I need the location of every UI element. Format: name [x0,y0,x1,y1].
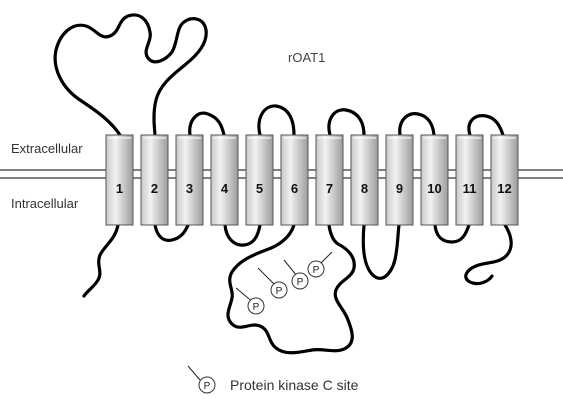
helix-body [175,134,204,226]
legend-pkc-marker [198,376,216,394]
helix-number: 9 [396,181,403,196]
pkc-site-marker [270,281,288,299]
intracellular-loop-2-3 [153,223,190,242]
c-terminal-tail [464,223,513,286]
helix-body [490,134,519,226]
pkc-site-symbol: P [297,277,304,288]
transmembrane-helix-1: 1 [105,134,134,226]
helix-body [315,134,344,226]
helix-number: 7 [326,181,333,196]
transmembrane-helix-2: 2 [140,134,169,226]
pkc-sites: P P P P [235,251,333,315]
extracellular-loop-5-6 [257,104,296,137]
extracellular-loop-1 [53,13,208,137]
pkc-site-marker [247,297,265,315]
extracellular-label: Extracellular [11,141,83,156]
helix-body [105,134,134,226]
intracellular-loop-10-11 [433,223,471,244]
transmembrane-helix-3: 3 [175,134,204,226]
intracellular-loop-4-5 [223,223,262,247]
helix-number: 2 [151,181,158,196]
transmembrane-helix-7: 7 [315,134,344,226]
transmembrane-helix-5: 5 [245,134,274,226]
intracellular-loop-6-7 [226,223,356,355]
helix-body [350,134,379,226]
helix-number: 11 [463,181,477,196]
pkc-stalk [257,267,277,287]
intracellular-label: Intracellular [11,196,79,211]
extracellular-loop-9-10 [398,112,436,137]
pkc-site-marker [291,272,309,290]
transmembrane-helix-4: 4 [210,134,239,226]
pkc-site-symbol: P [276,286,283,297]
helix-number: 4 [221,181,229,196]
extracellular-loop-7-8 [327,108,366,137]
transmembrane-helix-11: 11 [455,134,484,226]
helix-number: 3 [186,181,193,196]
legend: P Protein kinase C site [187,365,359,394]
pkc-stalk [319,251,333,265]
transmembrane-helix-8: 8 [350,134,379,226]
helix-body [455,134,484,226]
helix-body [210,134,239,226]
loops [53,13,513,355]
legend-text: Protein kinase C site [230,377,359,393]
transmembrane-helix-9: 9 [385,134,414,226]
transmembrane-helix-6: 6 [280,134,309,226]
transmembrane-helix-10: 10 [420,134,449,226]
legend-pkc-symbol: P [204,381,211,392]
helix-number: 5 [256,181,263,196]
helix-body [385,134,414,226]
legend-stalk [187,365,201,381]
helix-number: 8 [361,181,368,196]
helix-body [140,134,169,226]
helix-number: 1 [116,181,123,196]
pkc-site-symbol: P [253,302,260,313]
helix-number: 12 [497,181,511,196]
extracellular-loop-3-4 [188,111,226,137]
helix-body [420,134,449,226]
helix-body [280,134,309,226]
intracellular-loop-8-9 [361,223,401,280]
helix-number: 10 [427,181,441,196]
pkc-stalk [283,259,298,277]
pkc-site-marker [307,260,325,278]
diagram-title: rOAT1 [288,50,325,65]
n-terminal-tail [82,223,120,298]
transmembrane-helix-12: 12 [490,134,519,226]
extracellular-loop-11-12 [467,114,505,137]
pkc-site-symbol: P [313,265,320,276]
helix-number: 6 [291,181,298,196]
helix-body [245,134,274,226]
